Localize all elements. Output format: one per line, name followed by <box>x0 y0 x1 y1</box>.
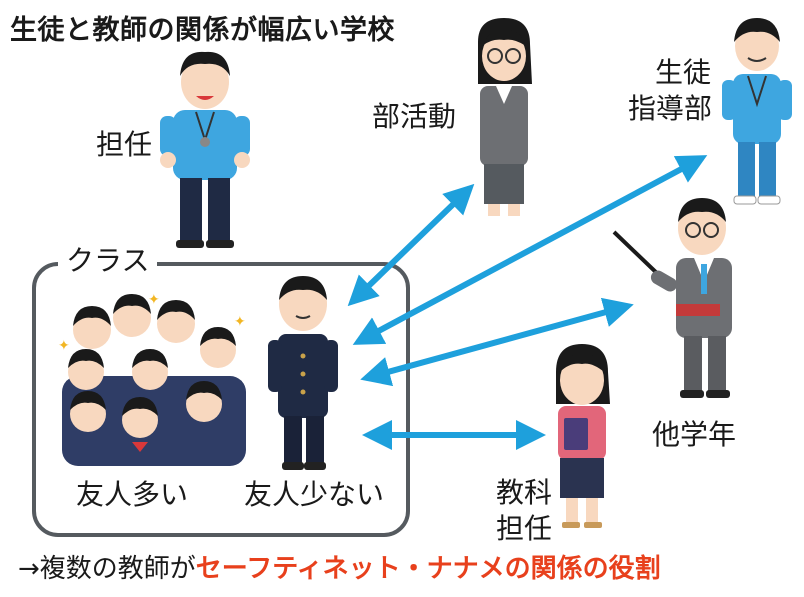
footer-highlight: セーフティネット・ナナメの関係の役割 <box>195 554 661 584</box>
label-guidance-line2: 指導部 <box>628 92 713 125</box>
arrows <box>347 155 708 450</box>
label-other-grade: 他学年 <box>652 418 737 451</box>
student-group-icon: ✦ ✦ ✦ <box>58 292 246 466</box>
svg-text:✦: ✦ <box>58 338 70 354</box>
arrow-other-grade <box>360 297 634 387</box>
label-guidance-line1: 生徒 <box>655 56 712 89</box>
teacher-club-icon <box>478 18 532 216</box>
label-club: 部活動 <box>372 100 457 133</box>
class-label: クラス <box>58 244 158 278</box>
label-subject-line1: 教科 <box>496 476 553 509</box>
teacher-subject-icon <box>556 344 610 528</box>
page-title: 生徒と教師の関係が幅広い学校 <box>10 15 395 46</box>
label-few-friends: 友人少ない <box>244 478 385 511</box>
svg-text:✦: ✦ <box>234 314 246 330</box>
svg-text:✦: ✦ <box>148 292 160 308</box>
footer-caption: →複数の教師がセーフティネット・ナナメの関係の役割 <box>18 548 661 585</box>
label-homeroom: 担任 <box>96 128 153 161</box>
student-alone-icon <box>268 276 338 470</box>
footer-prefix: →複数の教師が <box>18 554 196 584</box>
label-many-friends: 友人多い <box>76 478 189 511</box>
label-subject-line2: 担任 <box>496 512 553 545</box>
teacher-other-grade-icon <box>612 198 732 398</box>
class-box <box>32 262 410 537</box>
teacher-guidance-icon <box>722 18 792 205</box>
arrow-club <box>347 183 475 307</box>
teacher-homeroom-icon <box>160 51 250 248</box>
